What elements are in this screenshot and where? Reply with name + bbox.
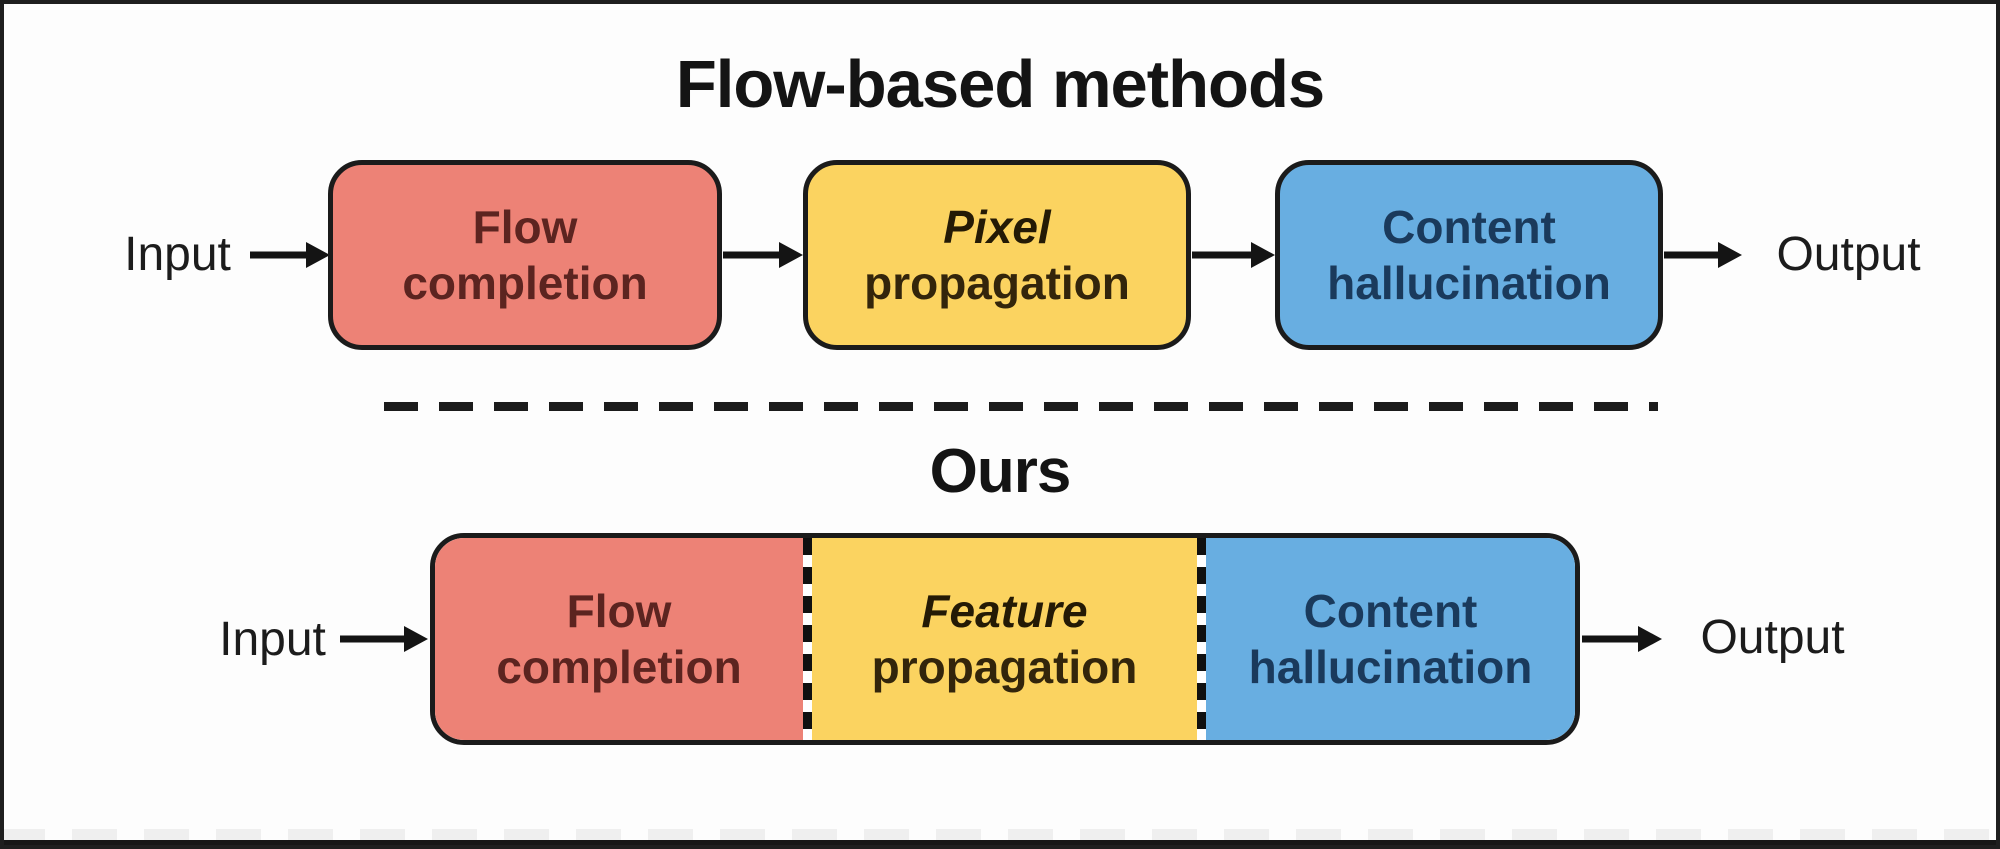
top-box-pixel-propagation: Pixel propagation xyxy=(803,160,1191,350)
bottom-black-band xyxy=(0,840,2000,849)
ours-segment-feature-propagation: Feature propagation xyxy=(812,538,1197,740)
arrow-head-icon xyxy=(306,242,330,268)
segment-divider-dashed-line xyxy=(1197,538,1206,740)
top-arrow-flow-to-pixel xyxy=(723,240,803,270)
arrow-shaft xyxy=(1664,251,1724,259)
segment-label-line1: Flow xyxy=(566,584,672,637)
arrow-shaft xyxy=(250,251,312,259)
box-label-line1-emphasized: Pixel xyxy=(943,200,1051,253)
arrow-shaft xyxy=(723,251,785,259)
box-label-line2: propagation xyxy=(864,257,1130,309)
segment-label-line1: Content xyxy=(1303,584,1478,637)
segment-label-line2: hallucination xyxy=(1248,641,1533,693)
ours-unified-pipeline-bar: Flow completion Feature propagation Cont… xyxy=(430,533,1580,745)
arrow-shaft xyxy=(340,635,410,643)
arrow-shaft xyxy=(1582,635,1644,643)
arrow-head-icon xyxy=(1251,242,1275,268)
top-arrow-input-to-flow xyxy=(250,240,330,270)
section-divider-dashed-line xyxy=(384,402,1658,411)
top-box-flow-completion: Flow completion xyxy=(328,160,722,350)
ours-arrow-bar-to-output xyxy=(1582,624,1662,654)
top-input-label: Input xyxy=(124,228,231,281)
segment-label-line2: propagation xyxy=(871,641,1138,693)
segment-label-line1-emphasized: Feature xyxy=(921,584,1088,637)
top-output-label: Output xyxy=(1776,228,1921,281)
ours-arrow-input-to-bar xyxy=(340,624,428,654)
top-arrow-content-to-output xyxy=(1664,240,1742,270)
ours-segment-flow-completion: Flow completion xyxy=(435,538,803,740)
ours-section-title: Ours xyxy=(929,437,1072,506)
box-label-line2: completion xyxy=(402,257,648,309)
ours-output-label: Output xyxy=(1700,611,1845,664)
box-label-line2: hallucination xyxy=(1327,257,1611,309)
top-section-title: Flow-based methods xyxy=(675,47,1325,122)
ours-input-label: Input xyxy=(219,613,326,666)
segment-divider-dashed-line xyxy=(803,538,812,740)
arrow-head-icon xyxy=(1718,242,1742,268)
top-arrow-pixel-to-content xyxy=(1192,240,1275,270)
box-label-line1: Flow xyxy=(472,200,578,253)
ours-segment-content-hallucination: Content hallucination xyxy=(1206,538,1575,740)
bottom-artifact-strip xyxy=(0,829,2000,841)
arrow-head-icon xyxy=(1638,626,1662,652)
top-box-content-hallucination: Content hallucination xyxy=(1275,160,1663,350)
arrow-head-icon xyxy=(404,626,428,652)
arrow-head-icon xyxy=(779,242,803,268)
box-label-line1: Content xyxy=(1382,200,1556,253)
arrow-shaft xyxy=(1192,251,1257,259)
segment-label-line2: completion xyxy=(496,641,742,693)
